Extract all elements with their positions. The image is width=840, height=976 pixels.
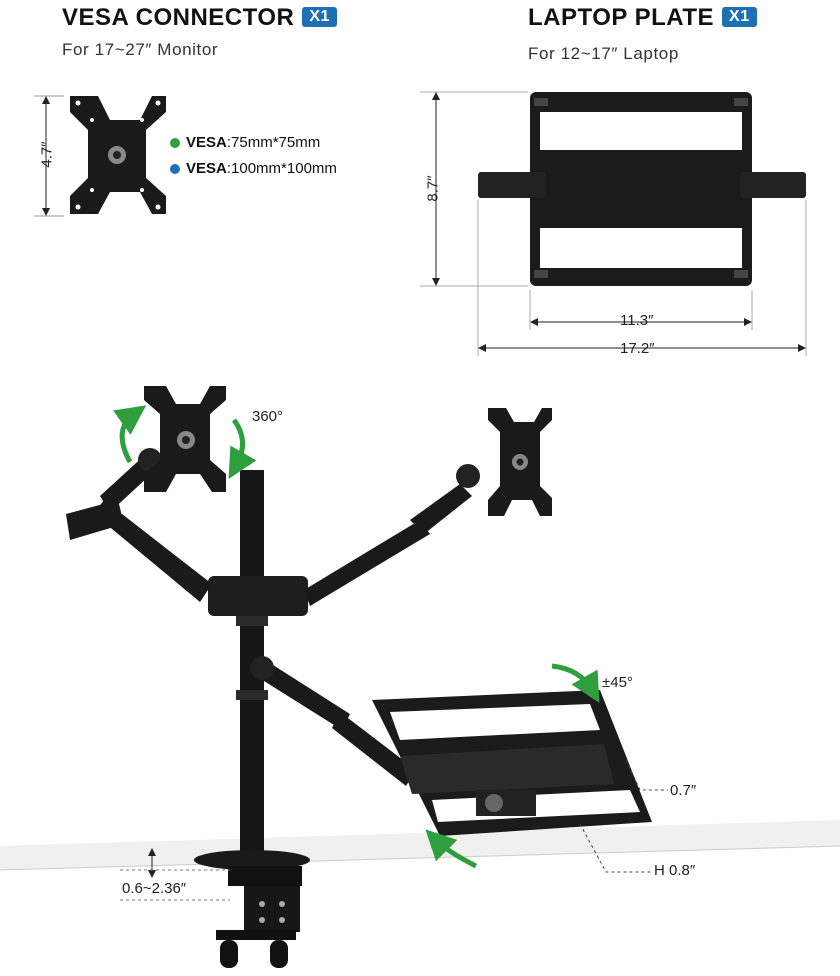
vesa-spec-75: VESA:75mm*75mm <box>170 134 320 151</box>
lip-height-label: H 0.8″ <box>654 862 696 879</box>
desk-clamp <box>194 850 310 968</box>
vesa-quantity-badge: X1 <box>302 6 337 27</box>
left-arm <box>66 448 212 602</box>
vesa-plate <box>70 96 166 214</box>
laptop-plate-diagram <box>478 92 806 286</box>
right-monitor-mount <box>488 408 552 516</box>
tilt-label: ±45° <box>602 674 633 691</box>
vesa-connector-title: VESA CONNECTOR X1 <box>62 4 337 32</box>
lip-label: 0.7″ <box>670 782 697 799</box>
laptop-plate-title: LAPTOP PLATE X1 <box>528 4 757 32</box>
left-monitor-mount <box>144 386 226 492</box>
laptop-quantity-badge: X1 <box>722 6 757 27</box>
laptop-tray <box>372 690 652 836</box>
vesa-spec-100: VESA:100mm*100mm <box>170 160 337 177</box>
laptop-plate-subtitle: For 12~17″ Laptop <box>528 44 679 63</box>
blue-dot-icon <box>170 163 180 174</box>
rotation-label: 360° <box>252 408 284 425</box>
vesa-connector-subtitle: For 17~27″ Monitor <box>62 40 219 59</box>
vesa-spec-75-text: VESA:75mm*75mm <box>186 134 321 151</box>
green-dot-icon <box>170 137 180 148</box>
clamp-range-label: 0.6~2.36″ <box>122 880 187 897</box>
lower-arm <box>250 656 416 786</box>
vesa-spec-100-text: VESA:100mm*100mm <box>186 160 337 177</box>
vesa-connector-title-text: VESA CONNECTOR <box>62 4 295 31</box>
laptop-plate-title-text: LAPTOP PLATE <box>528 4 715 31</box>
right-arm <box>304 464 480 606</box>
